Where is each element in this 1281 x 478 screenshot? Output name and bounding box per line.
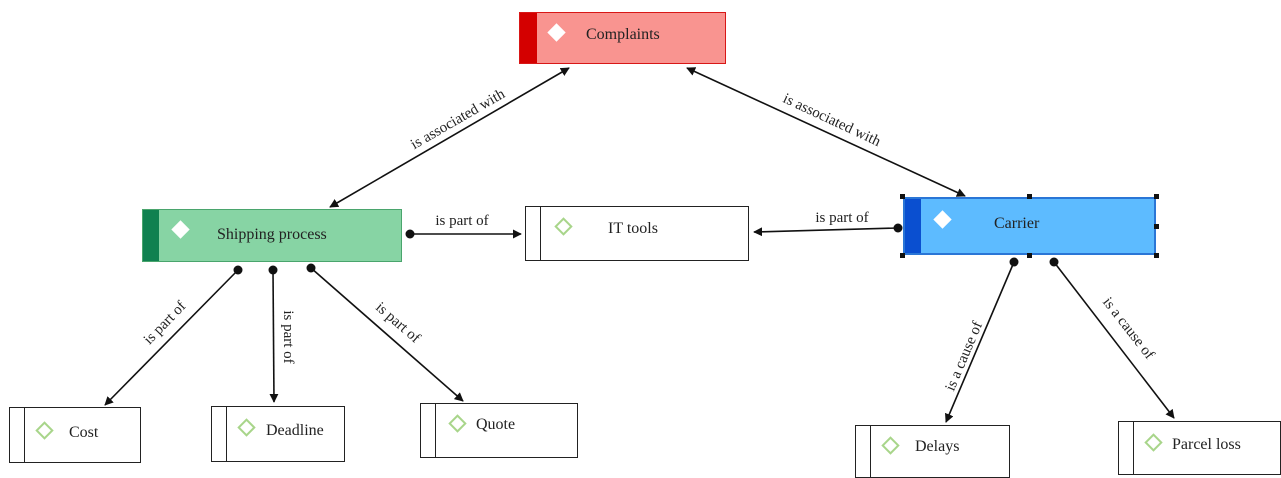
node-accent-bar — [1119, 422, 1134, 474]
diamond-icon — [554, 217, 573, 236]
node-label-shipping-process: Shipping process — [217, 226, 327, 243]
edge-label-carrier-complaints: is associated with — [780, 91, 883, 150]
diamond-icon — [933, 210, 952, 229]
node-accent-bar — [856, 426, 871, 477]
node-accent-bar — [212, 407, 227, 461]
node-accent-bar — [10, 408, 25, 462]
edge-label-shipping-deadline: is part of — [280, 310, 296, 363]
selection-handle[interactable] — [1154, 224, 1159, 229]
edge-carrier-parcel[interactable]: is a cause of — [1049, 257, 1175, 419]
edge-label-shipping-quote: is part of — [372, 299, 423, 346]
diamond-icon — [881, 436, 900, 455]
edge-shipping-deadline[interactable]: is part of — [268, 265, 297, 403]
node-label-parcel-loss: Parcel loss — [1172, 436, 1241, 453]
node-label-delays: Delays — [915, 438, 960, 455]
edge-carrier-it[interactable]: is part of — [753, 210, 903, 237]
diamond-icon — [237, 418, 256, 437]
edge-carrier-delays[interactable]: is a cause of — [943, 257, 1019, 423]
selection-handle[interactable] — [1154, 253, 1159, 258]
node-it-tools[interactable]: IT tools — [525, 206, 749, 261]
diamond-icon — [1144, 433, 1163, 452]
edge-carrier-complaints[interactable]: is associated with — [686, 67, 966, 197]
node-label-it-tools: IT tools — [608, 220, 658, 237]
diamond-icon — [547, 23, 566, 42]
edge-shipping-cost[interactable]: is part of — [104, 265, 243, 406]
selection-handle[interactable] — [1154, 194, 1159, 199]
selection-handle[interactable] — [1027, 253, 1032, 258]
edge-label-shipping-cost: is part of — [141, 298, 190, 347]
edge-label-carrier-delays: is a cause of — [943, 319, 987, 393]
node-carrier[interactable]: Carrier — [903, 197, 1156, 255]
node-accent-bar — [905, 199, 921, 253]
node-label-complaints: Complaints — [586, 26, 660, 43]
node-quote[interactable]: Quote — [420, 403, 578, 458]
node-parcel-loss[interactable]: Parcel loss — [1118, 421, 1281, 475]
edge-label-carrier-it: is part of — [815, 210, 868, 226]
edge-shipping-complaints[interactable]: is associated with — [329, 67, 570, 208]
node-deadline[interactable]: Deadline — [211, 406, 345, 462]
node-complaints[interactable]: Complaints — [519, 12, 726, 64]
node-label-quote: Quote — [476, 416, 516, 433]
node-accent-bar — [526, 207, 541, 260]
diamond-icon — [171, 220, 190, 239]
node-shipping-process[interactable]: Shipping process — [142, 209, 402, 262]
selection-handle[interactable] — [900, 194, 905, 199]
node-accent-bar — [421, 404, 436, 457]
edge-label-carrier-parcel: is a cause of — [1099, 295, 1157, 363]
node-label-deadline: Deadline — [266, 422, 324, 439]
node-accent-bar — [520, 13, 537, 63]
edge-shipping-quote[interactable]: is part of — [306, 263, 464, 402]
selection-handle[interactable] — [1027, 194, 1032, 199]
edge-label-shipping-it: is part of — [435, 213, 488, 229]
diamond-icon — [448, 414, 467, 433]
node-label-cost: Cost — [69, 424, 99, 441]
selection-handle[interactable] — [900, 253, 905, 258]
diamond-icon — [35, 421, 54, 440]
node-accent-bar — [143, 210, 159, 261]
edge-shipping-it[interactable]: is part of — [405, 213, 522, 239]
node-label-carrier: Carrier — [994, 215, 1040, 232]
node-delays[interactable]: Delays — [855, 425, 1010, 478]
edge-label-shipping-complaints: is associated with — [408, 86, 508, 153]
node-cost[interactable]: Cost — [9, 407, 141, 463]
